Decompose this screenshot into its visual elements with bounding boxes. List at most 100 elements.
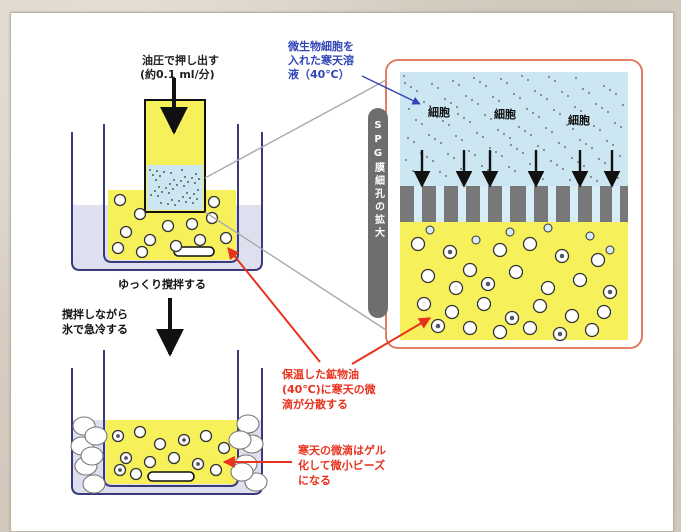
membrane-pore [414,186,422,222]
cell-dot [583,165,585,167]
cell-dot [482,136,484,138]
cell-dot [607,111,609,113]
cell-dot [154,190,156,192]
cell-dot [169,183,171,185]
cell-dot [416,90,418,92]
cell-dot [161,191,163,193]
cell-dot [579,139,581,141]
cell-dot [551,131,553,133]
cell-dot [508,166,510,168]
cell-dot [195,173,197,175]
cell-dot [505,111,507,113]
stir-slow-label: ゆっくり撹拌する [118,277,206,291]
emerging-droplet [505,227,515,237]
zoom-droplet-core [607,289,613,295]
bottom-stir-bar [147,471,195,482]
cell-dot [408,108,410,110]
membrane-pore [502,186,510,222]
oil-label-line2: (40℃)に寒天の微 [282,382,377,396]
cell-dot [591,147,593,149]
membrane-pore [436,186,444,222]
cell-dot [497,129,499,131]
cell-dot [404,82,406,84]
cell-dot [609,89,611,91]
cell-dot [415,119,417,121]
cell-dot [622,104,624,106]
cell-dot [434,138,436,140]
zoom-droplet [462,262,478,278]
cell-dot [158,186,160,188]
cell-dot [559,113,561,115]
cell-dot [196,198,198,200]
cell-dot [615,93,617,95]
ice-cube [84,426,108,446]
cell-dot [455,135,457,137]
cell-dot [192,202,194,204]
agar-microbeads [111,425,231,481]
emerging-droplet [543,223,553,233]
cell-dot [585,143,587,145]
cell-dot [511,115,513,117]
cell-dot [590,176,592,178]
ice-cube [228,430,252,450]
cell-dot [484,114,486,116]
zoom-droplet [540,280,556,296]
membrane-pore [526,186,534,222]
microbead [199,429,213,443]
cell-dot [418,174,420,176]
cell-dot [526,108,528,110]
cell-dot [587,121,589,123]
microbead [143,455,157,469]
microbead-core [196,462,200,466]
cell-dot [595,103,597,105]
cell-dot [561,91,563,93]
emerging-droplet [605,245,615,255]
zoom-droplet [492,242,508,258]
cell-dot [588,92,590,94]
cell-dot [489,147,491,149]
cell-dot [593,125,595,127]
push-label-line2: (約0.1 ml/分) [140,67,215,81]
zoom-droplet [462,320,478,336]
top-beaker-droplets [111,193,233,259]
cell-dot [440,142,442,144]
cell-dot [149,169,151,171]
cell-dot [186,192,188,194]
cell-label-2: 細胞 [494,107,516,121]
cell-dot [493,173,495,175]
droplet [135,245,149,259]
spg-label-pill [368,108,388,318]
cell-dot [509,137,511,139]
microbead-core [182,438,186,442]
zoom-agar-region [400,72,628,190]
cell-dot [456,106,458,108]
cell-dot [445,175,447,177]
cell-dot [548,76,550,78]
droplet [161,219,175,233]
membrane-pore [592,186,600,222]
droplet [185,217,199,231]
membrane-pore [548,186,556,222]
microbe-label-line1: 微生物細胞を [287,39,354,53]
droplet [143,233,157,247]
ice-cube [82,474,106,494]
ice-cubes [70,414,268,494]
droplet [207,195,221,209]
cell-dot [165,187,167,189]
cell-dot [503,133,505,135]
cell-dot [540,94,542,96]
cell-dot [437,87,439,89]
cell-dot [553,109,555,111]
cell-dot [529,163,531,165]
cell-dot [598,158,600,160]
cell-dot [431,83,433,85]
gel-label-line3: になる [298,474,331,487]
cell-dot [469,121,471,123]
cell-dot [465,95,467,97]
cell-dot [444,98,446,100]
cell-dot [171,199,173,201]
cell-dot [506,82,508,84]
emerging-droplet [471,235,481,245]
cell-dot [156,170,158,172]
cell-dot [569,179,571,181]
